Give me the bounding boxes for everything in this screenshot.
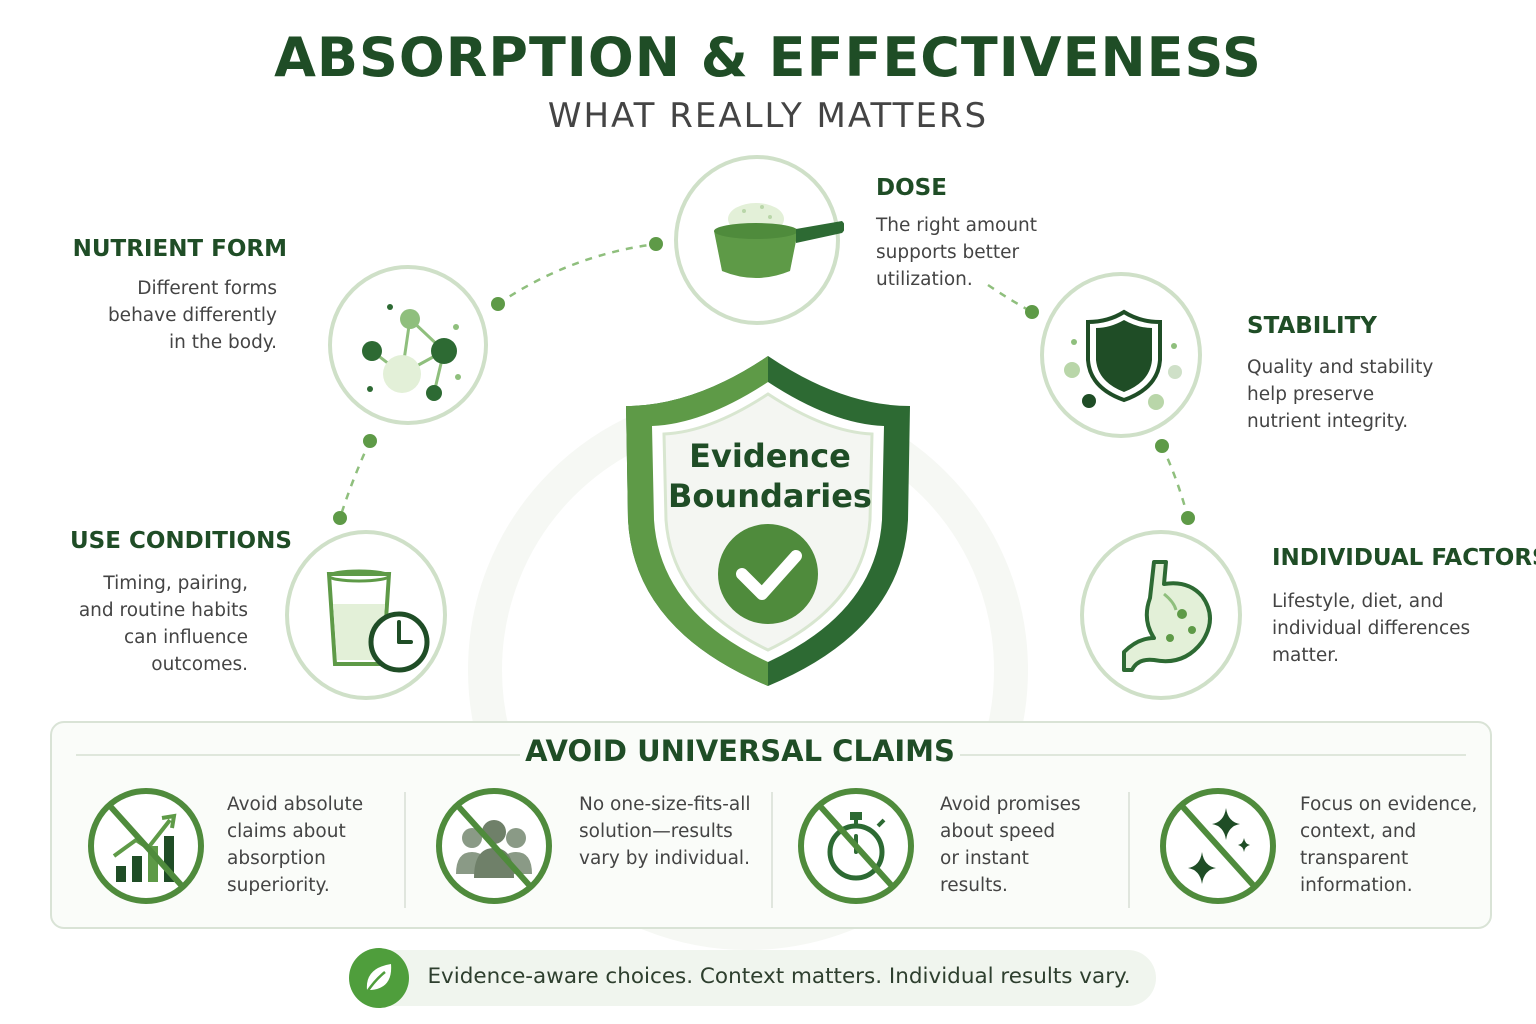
glass-clock-icon <box>326 569 430 673</box>
avoid-divider-right <box>956 754 1466 756</box>
avoid-separator-1 <box>404 792 406 908</box>
factor-desc-dose: The right amount supports better utiliza… <box>876 215 1038 290</box>
avoid-claims-title: AVOID UNIVERSAL CLAIMS <box>520 734 960 768</box>
shield-icon <box>1064 309 1182 410</box>
avoid-separator-2 <box>771 792 773 908</box>
factor-desc-use-conditions: Timing, pairing, and routine habits can … <box>78 573 248 675</box>
avoid-separator-3 <box>1128 792 1130 908</box>
use-conditions-circle <box>285 530 447 700</box>
page-subtitle: WHAT REALLY MATTERS <box>547 96 989 136</box>
factor-title-nutrient-form: NUTRIENT FORM <box>72 236 287 262</box>
avoid-text-1: Avoid absolute claims about absorption s… <box>227 794 364 896</box>
no-people-icon <box>436 788 552 904</box>
no-chart-icon <box>88 788 204 904</box>
stomach-icon <box>1122 560 1212 672</box>
no-stopwatch-icon <box>798 788 914 904</box>
avoid-text-4: Focus on evidence, context, and transpar… <box>1300 794 1478 896</box>
molecule-icon <box>362 304 461 401</box>
scoop-icon <box>714 203 844 278</box>
avoid-text-2: No one-size-fits-all solution—results va… <box>579 794 751 869</box>
shield-check-icon <box>626 356 910 686</box>
avoid-text-3: Avoid promises about speed or instant re… <box>940 794 1081 896</box>
dose-circle <box>674 155 844 325</box>
center-label: Evidence Boundaries <box>668 437 872 515</box>
footer-banner <box>350 950 1156 1006</box>
factor-desc-stability: Quality and stability help preserve nutr… <box>1247 357 1434 432</box>
factor-desc-individual-factors: Lifestyle, diet, and individual differen… <box>1272 591 1471 666</box>
factor-title-use-conditions: USE CONDITIONS <box>70 528 292 554</box>
nutrient-form-circle <box>328 265 488 425</box>
avoid-divider-left <box>76 754 524 756</box>
page-title: ABSORPTION & EFFECTIVENESS <box>274 26 1262 89</box>
no-sparkle-icon <box>1160 788 1276 904</box>
leaf-icon <box>349 948 409 1008</box>
factor-title-stability: STABILITY <box>1247 313 1377 339</box>
factor-desc-nutrient-form: Different forms behave differently in th… <box>107 278 277 353</box>
stability-circle <box>1040 272 1202 438</box>
footer-text: Evidence-aware choices. Context matters.… <box>427 964 1131 989</box>
factor-title-dose: DOSE <box>876 175 947 201</box>
individual-factors-circle <box>1080 530 1242 700</box>
factor-title-individual-factors: INDIVIDUAL FACTORS <box>1272 545 1536 571</box>
